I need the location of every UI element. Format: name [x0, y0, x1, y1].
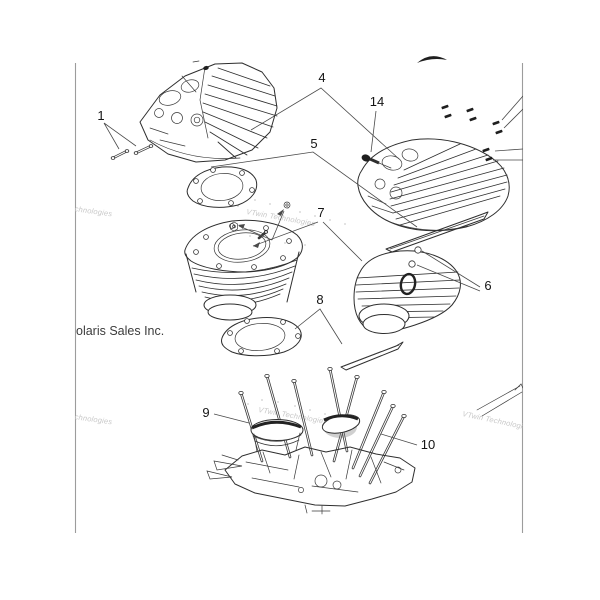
cylinder-bore: [399, 272, 417, 296]
rear-cylinder: [353, 250, 461, 334]
watermark-text: Technologies: [66, 203, 113, 218]
cylinder-studs: [238, 366, 407, 485]
valve-keeper: [192, 60, 200, 63]
crankcase-body: [206, 446, 416, 515]
front-cylinder: [184, 201, 303, 321]
callout-label: 7: [317, 205, 324, 220]
callout-14: 14: [370, 94, 384, 153]
callout-5: 5: [210, 136, 418, 228]
front-piston: [250, 419, 304, 453]
crankcase-assembly: [206, 366, 416, 515]
valve-keeper-set: [417, 56, 523, 162]
arrowhead: [238, 224, 245, 229]
spark-plug: [361, 154, 392, 169]
valve-keeper: [203, 65, 209, 71]
watermark-speckles: [237, 199, 346, 431]
arrowhead: [253, 242, 260, 248]
clipped-part-right: [476, 383, 523, 417]
clipped-part-top: [417, 56, 447, 63]
dowel-rings: [408, 246, 422, 268]
callout-1: 1: [97, 108, 137, 150]
callout-9: 9: [202, 405, 250, 424]
rear-piston: [321, 414, 361, 438]
callout-label: 5: [310, 136, 317, 151]
callout-label: 8: [316, 292, 323, 307]
front-base-gasket: [221, 317, 302, 357]
rear-head-gasket: [385, 211, 489, 253]
callout-label: 6: [484, 278, 491, 293]
callout-8: 8: [294, 292, 343, 345]
callout-label: 14: [370, 94, 384, 109]
keeper-chip: [441, 104, 503, 162]
callout-7: 7: [238, 205, 363, 262]
dowel-studs: [110, 144, 154, 160]
callout-label: 10: [421, 437, 435, 452]
callout-label: 1: [97, 108, 104, 123]
front-head-gasket: [186, 166, 258, 208]
head-nuts: [230, 201, 291, 232]
rear-cylinder-head: [357, 138, 510, 232]
arrowhead: [277, 209, 284, 216]
watermark-text: Technologies: [66, 411, 113, 426]
callout-10: 10: [380, 433, 435, 452]
rear-base-gasket: [340, 341, 404, 371]
callout-6: 6: [416, 250, 492, 293]
front-cylinder-head: [139, 60, 278, 163]
watermark-text: VTwin Technologies: [462, 409, 532, 432]
callout-label: 9: [202, 405, 209, 420]
callout-label: 4: [318, 70, 325, 85]
company-name-clipped: olaris Sales Inc.: [76, 324, 164, 338]
